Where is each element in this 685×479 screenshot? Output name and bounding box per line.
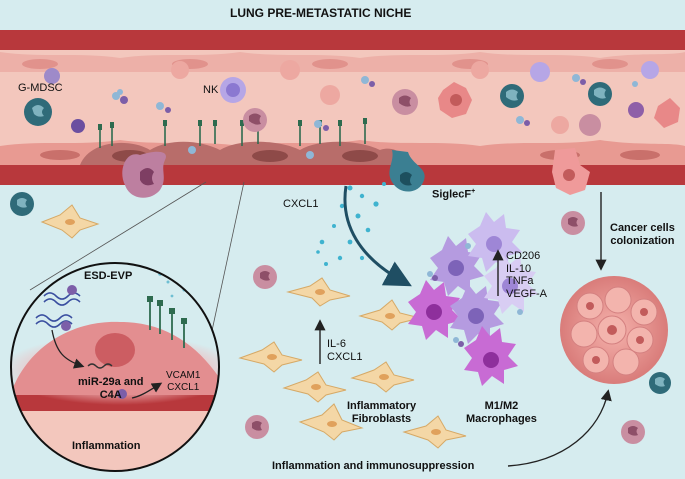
zoom-line-right <box>209 181 245 341</box>
colonization-label: Cancer cells colonization <box>610 222 675 247</box>
signal-cd206: CD206 <box>506 250 541 262</box>
receptor-cxcl1: CXCL1 <box>167 381 200 393</box>
fibroblast-nuclei <box>65 219 441 435</box>
figure-title: LUNG PRE-METASTATIC NICHE <box>230 6 412 20</box>
tumor-cell-in-vessel <box>438 82 680 128</box>
inset-caption: Inflammation <box>72 440 141 452</box>
siglecf-superscript: + <box>471 188 476 195</box>
evp-clusters <box>112 74 638 159</box>
g-mdsc-cell <box>24 98 52 126</box>
nk-label: NK <box>203 84 219 96</box>
siglecf-text: SiglecF <box>432 188 472 201</box>
inset-mirna-label: miR-29a and C4A <box>78 376 143 401</box>
macrophages-line2: Macrophages <box>466 412 537 425</box>
macrophage-evps <box>427 243 523 347</box>
signal-il10: IL-10 <box>506 262 532 275</box>
fibroblast-signals: IL-6 CXCL1 <box>327 338 362 363</box>
signal-cxcl1-fibro: CXCL1 <box>327 350 363 363</box>
signal-il6: IL-6 <box>327 338 346 350</box>
fibroblasts-line1: Inflammatory <box>347 400 417 412</box>
siglecf-neutrophil <box>389 150 425 192</box>
macrophages-label: M1/M2 Macrophages <box>466 400 537 425</box>
siglecf-label: SiglecF+ <box>432 188 475 201</box>
signal-tnfa: TNFa <box>506 275 534 288</box>
mirna-line1: miR-29a and <box>78 376 144 388</box>
extravasating-tumor-cell <box>552 148 590 195</box>
extravasating-neutrophil <box>122 151 166 198</box>
neutrophil-cells <box>44 60 659 136</box>
footer-label: Inflammation and immunosuppression <box>272 460 475 472</box>
macrophage-signals: CD206 IL-10 TNFa VEGF-A <box>506 250 547 301</box>
colonization-line2: colonization <box>610 234 675 247</box>
mirna-line2: C4A <box>99 388 122 401</box>
cxcl1-recruitment-arrow <box>343 185 412 287</box>
receptor-vcam1: VCAM1 <box>166 370 201 381</box>
signal-vegfa: VEGF-A <box>506 287 547 300</box>
macrophages-line1: M1/M2 <box>484 400 519 412</box>
inset-title: ESD-EVP <box>84 270 133 282</box>
metastatic-tumor <box>560 276 668 384</box>
colonization-line1: Cancer cells <box>610 222 675 234</box>
interstitial-cells <box>10 192 671 444</box>
immunosuppression-arrow <box>507 389 612 467</box>
esd-evp-inset <box>10 262 220 472</box>
cxcl1-chemokine-dots <box>316 182 386 266</box>
blood-vessel <box>0 30 685 185</box>
inset-receptor-label: VCAM1 CXCL1 <box>166 370 200 393</box>
cxcl1-label: CXCL1 <box>283 198 319 210</box>
nk-cell <box>220 77 246 103</box>
fibroblasts-line2: Fibroblasts <box>351 412 412 425</box>
g-mdsc-label: G-MDSC <box>18 82 63 94</box>
zoom-line-left <box>29 181 207 291</box>
fibroblasts-label: Inflammatory Fibroblasts <box>347 400 416 425</box>
